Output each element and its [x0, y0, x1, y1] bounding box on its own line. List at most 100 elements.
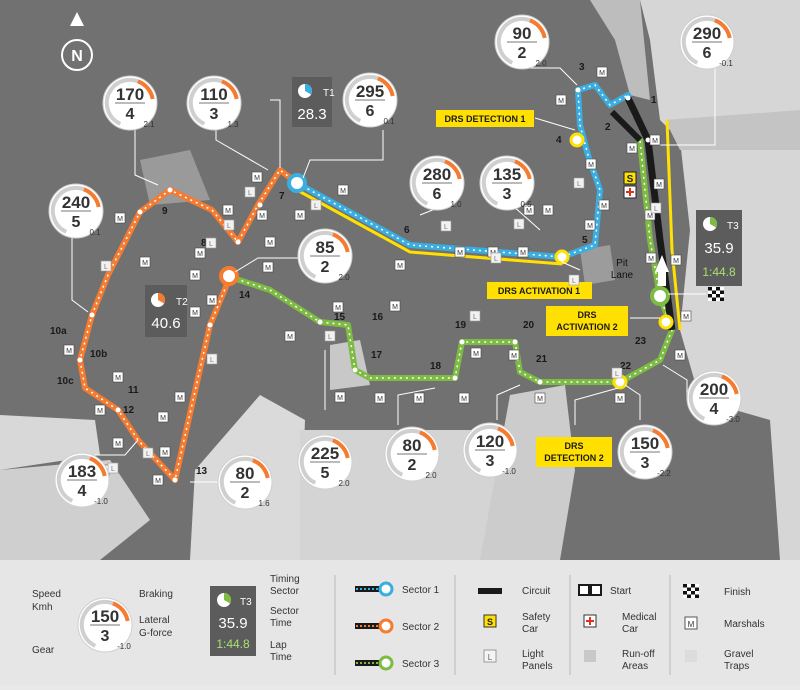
light-panel-icon: L — [100, 260, 112, 272]
marshal-post-icon: M — [614, 392, 626, 404]
marshal-letter: M — [340, 188, 346, 195]
corner-number: 15 — [334, 312, 346, 323]
marshal-letter: M — [587, 223, 593, 230]
light-panel-icon: L — [611, 367, 623, 379]
direction-arrow-stem — [658, 272, 666, 286]
gauge-braking-arc — [112, 601, 130, 622]
gauge-track — [50, 185, 93, 234]
legend-sector-time-2: Time — [270, 618, 292, 629]
gauge-speed: 110 — [200, 85, 227, 104]
drs-activation-1-marker — [554, 249, 570, 265]
gauge-g-force: -1.0 — [94, 497, 108, 506]
gauge-braking-arc — [444, 159, 462, 180]
gauge-track — [299, 436, 342, 485]
gauge-track — [188, 77, 231, 126]
ground-area — [590, 0, 650, 100]
gauge-speed: 280 — [423, 165, 451, 184]
marshal-letter: M — [337, 395, 343, 402]
marshal-post-icon: M — [284, 330, 296, 342]
legend-gear: Gear — [32, 645, 55, 656]
drs-activation-1-label: DRS ACTIVATION 1 — [498, 286, 580, 296]
panel-letter: L — [210, 357, 214, 364]
legend-sector-1: Sector 1 — [402, 585, 440, 596]
gauge-g-force: 0.1 — [89, 228, 101, 237]
gauge-g-force: 1.6 — [258, 499, 270, 508]
legend: Speed Kmh Gear Braking Lateral G-force 1… — [32, 574, 765, 675]
corner-number: 2 — [605, 122, 611, 133]
marshal-post-icon: M — [152, 474, 164, 486]
gauge-g-force: -1.0 — [117, 642, 131, 651]
marshal-letter: M — [115, 441, 121, 448]
drs-zone-2 — [665, 119, 682, 331]
corner-dot — [512, 339, 518, 345]
gauge-gear: 4 — [710, 401, 719, 418]
marshal-letter: M — [142, 260, 148, 267]
light-panel-icon: L — [573, 177, 585, 189]
corner-number: 19 — [455, 320, 467, 331]
gauge-gear: 6 — [366, 103, 375, 120]
marshal-letter: M — [162, 450, 168, 457]
corner-number: 8 — [201, 238, 207, 249]
gauge-speed: 183 — [68, 462, 96, 481]
timing-t3-time: 35.9 — [704, 240, 733, 257]
gauge-g-force: 2.0 — [425, 471, 437, 480]
legend-braking: Braking — [139, 589, 173, 600]
gauge-speed: 120 — [476, 432, 504, 451]
corner-dot — [115, 407, 121, 413]
marshal-post-icon: M — [555, 94, 567, 106]
marshal-post-icon: M — [508, 349, 520, 361]
gauge-braking-arc — [83, 187, 101, 208]
corner-dot — [294, 180, 300, 186]
timing-t1: T1 28.3 — [292, 77, 335, 127]
marshal-post-icon: M — [645, 252, 657, 264]
sector-3-marker — [650, 286, 670, 306]
corner-dot — [575, 87, 581, 93]
marshal-post-icon: M — [454, 246, 466, 258]
gauge-speed: 170 — [116, 85, 144, 104]
gauge-track — [481, 157, 524, 206]
gauge-braking-arc — [377, 76, 395, 97]
gauge-g-force: 2.1 — [143, 120, 155, 129]
drs-zone-1 — [296, 188, 563, 266]
marshal-letter: M — [397, 263, 403, 270]
legend-medical-2: Car — [622, 624, 639, 635]
marshal-letter: M — [297, 213, 303, 220]
drs-detection-2-label-2: DETECTION 2 — [544, 453, 604, 463]
marshal-letter: M — [177, 395, 183, 402]
panel-letter: L — [517, 222, 521, 229]
light-panel-icon: L — [142, 447, 154, 459]
marshal-letter: M — [648, 256, 654, 263]
light-panel-icon: L — [324, 330, 336, 342]
sector-2-path — [77, 167, 300, 483]
marshal-letter: M — [673, 258, 679, 265]
gauge-gear: 2 — [408, 457, 417, 474]
panel-letter: L — [473, 314, 477, 321]
marshal-letter: M — [461, 396, 467, 403]
marshal-post-icon: M — [644, 209, 656, 221]
marshal-letter: M — [558, 98, 564, 105]
legend-sector-3-marker — [378, 655, 394, 671]
gauge-track — [344, 74, 387, 123]
marshal-post-icon: M — [114, 212, 126, 224]
corner-number: 10c — [57, 376, 74, 387]
corner-dot — [317, 319, 323, 325]
corner-dot — [235, 239, 241, 245]
marshal-post-icon: M — [174, 391, 186, 403]
marshal-post-icon: M — [585, 158, 597, 170]
gauge-track — [688, 372, 731, 421]
legend-lap-time: Time — [270, 652, 292, 663]
marshal-letter: M — [225, 208, 231, 215]
circuit-pit-entry — [609, 109, 643, 143]
marshal-post-icon: M — [157, 411, 169, 423]
gauge-speed: 200 — [700, 380, 728, 399]
gauge-track — [299, 230, 342, 279]
